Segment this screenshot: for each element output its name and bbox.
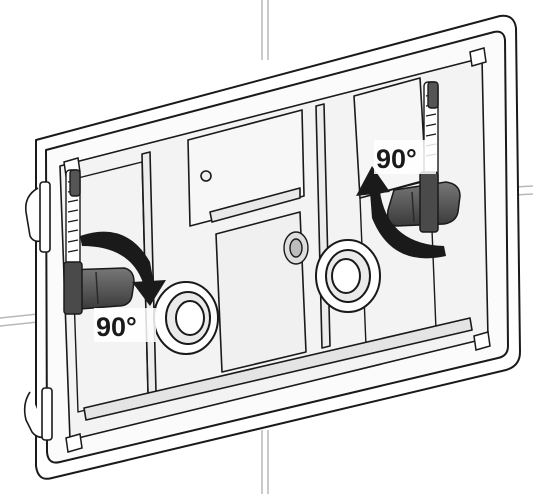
left-spring-rod [65, 169, 81, 281]
left-rotation-label: 90° [96, 312, 137, 342]
top-box-screw [200, 170, 212, 182]
left-ring-socket [153, 281, 219, 355]
right-rotation-arrow-icon [356, 166, 446, 259]
right-lever[interactable] [386, 171, 461, 233]
right-rotation-label-bg [374, 140, 436, 174]
left-hinge-clips [23, 181, 53, 441]
center-gear [283, 231, 309, 265]
inner-housing [69, 77, 473, 421]
right-ring-socket [315, 239, 381, 313]
left-rotation-arrow-icon [80, 231, 166, 306]
left-rotation-label-bg [94, 308, 156, 342]
right-rotation-label: 90° [376, 144, 417, 174]
left-lever[interactable] [63, 261, 135, 315]
